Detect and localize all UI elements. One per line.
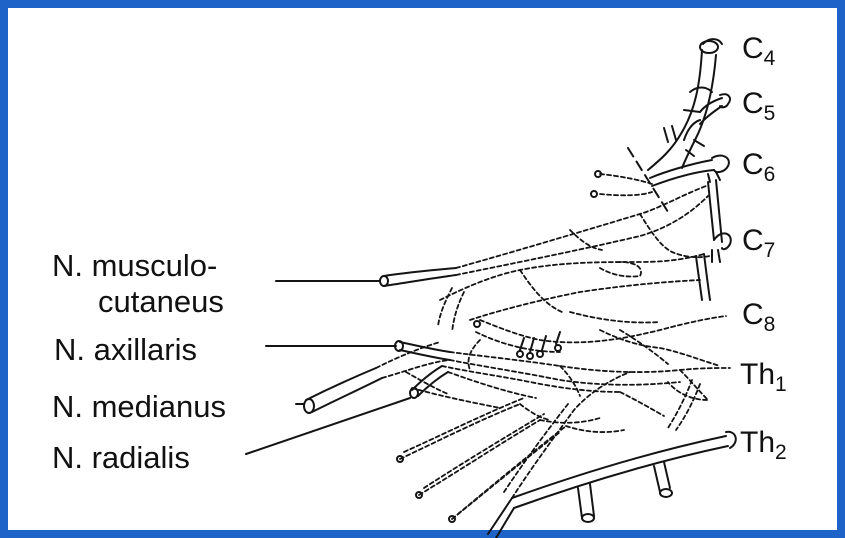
leader-lines: [246, 281, 410, 454]
root-th2: [488, 432, 736, 538]
label-musculocutaneus-line1: N. musculo-: [52, 250, 217, 281]
label-root-c8: C8: [742, 300, 775, 335]
label-medianus: N. medianus: [52, 391, 226, 422]
label-root-th2: Th2: [740, 428, 787, 463]
label-root-c4: C4: [742, 34, 775, 69]
root-c5: [700, 94, 730, 124]
nerve-medianus-stub: [304, 368, 382, 413]
root-c4-c6-trunk: [648, 39, 722, 170]
label-root-c5: C5: [742, 89, 775, 124]
nerve-musculocutaneus-stub: [380, 268, 456, 286]
nerve-axillaris-stub: [395, 341, 450, 360]
root-c6: [650, 120, 729, 186]
label-radialis: N. radialis: [52, 442, 190, 473]
label-musculocutaneus-line2: cutaneus: [98, 286, 224, 317]
label-axillaris: N. axillaris: [54, 334, 197, 365]
root-c7: [696, 180, 731, 300]
plexus-network: [376, 174, 730, 519]
label-root-c6: C6: [742, 150, 775, 185]
label-root-c7: C7: [742, 226, 775, 261]
label-root-th1: Th1: [740, 360, 787, 395]
